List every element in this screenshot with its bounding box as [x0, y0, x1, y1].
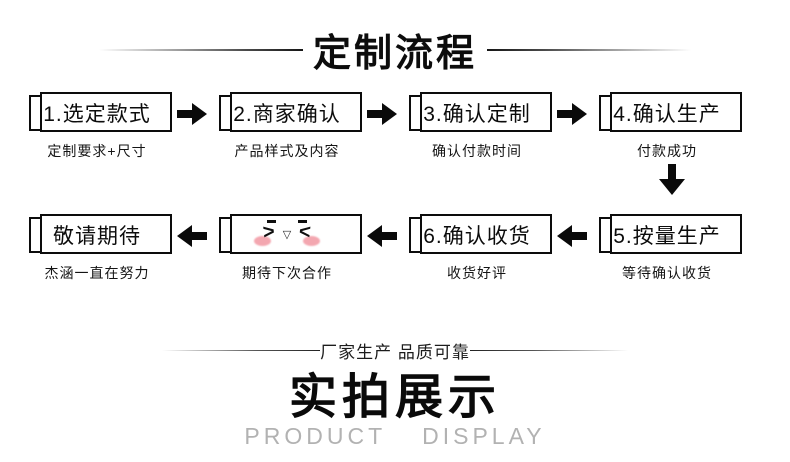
arrow-down-icon — [659, 164, 685, 196]
step-4-box: 4.确认生产 — [599, 92, 742, 132]
step-1-label: 1.选定款式 — [43, 103, 151, 126]
display-section-subtitle-en: PRODUCT DISPLAY — [244, 423, 546, 449]
blush-right — [303, 236, 320, 246]
step-3-label: 3.确认定制 — [423, 103, 531, 126]
mouth: ▽ — [282, 229, 292, 241]
step-2-cell: 2.商家确认 产品样式及内容 — [219, 92, 362, 161]
step-6-box: 6.确认收货 — [409, 214, 552, 254]
step-2-label: 2.商家确认 — [233, 103, 341, 126]
emoticon-box: > ▽ < — [219, 214, 362, 254]
step-3-cell: 3.确认定制 确认付款时间 — [409, 92, 552, 161]
step-5-box: 5.按量生产 — [599, 214, 742, 254]
arrow-right-icon — [367, 103, 397, 125]
step-4-cell: 4.确认生产 付款成功 — [599, 92, 742, 161]
step-3-caption: 确认付款时间 — [432, 143, 522, 159]
factory-tagline-row: 厂家生产 品质可靠 — [0, 338, 790, 363]
page-title: 定制流程 — [312, 33, 477, 75]
step-2-box: 2.商家确认 — [219, 92, 362, 132]
step-5-label: 5.按量生产 — [613, 225, 721, 248]
step-2-caption: 产品样式及内容 — [234, 143, 340, 159]
section-header: 定制流程 — [0, 22, 790, 77]
step-6-caption: 收货好评 — [447, 265, 507, 281]
eyebrow-right — [298, 220, 307, 223]
stay-tuned-label: 敬请期待 — [53, 225, 141, 248]
tagline-divider-right — [469, 350, 628, 351]
arrow-right-icon — [177, 103, 207, 125]
eye-left: > — [261, 220, 276, 244]
stay-tuned-cell: 敬请期待 杰涵一直在努力 — [29, 214, 172, 283]
step-1-cell: 1.选定款式 定制要求+尺寸 — [29, 92, 172, 161]
factory-tagline: 厂家生产 品质可靠 — [320, 343, 470, 362]
step-5-caption: 等待确认收货 — [622, 265, 712, 281]
step-4-caption: 付款成功 — [637, 143, 697, 159]
arrow-right-icon — [557, 103, 587, 125]
step-1-box: 1.选定款式 — [29, 92, 172, 132]
arrow-left-icon — [177, 225, 207, 247]
title-divider-right — [487, 48, 691, 51]
arrow-left-icon — [367, 225, 397, 247]
display-section-title: 实拍展示 — [288, 371, 501, 424]
step-4-label: 4.确认生产 — [613, 103, 721, 126]
blush-left — [254, 236, 271, 246]
kawaii-face-icon: > ▽ < — [221, 219, 353, 251]
step-3-box: 3.确认定制 — [409, 92, 552, 132]
title-divider-left — [98, 48, 303, 51]
tagline-divider-left — [162, 350, 321, 351]
stay-tuned-box: 敬请期待 — [29, 214, 172, 254]
process-row-1: 1.选定款式 定制要求+尺寸 2.商家确认 产品样式及内容 3.确认定制 确认付… — [29, 92, 742, 161]
arrow-left-icon — [557, 225, 587, 247]
step-1-caption: 定制要求+尺寸 — [47, 143, 147, 159]
emoticon-caption: 期待下次合作 — [242, 265, 332, 281]
stay-tuned-caption: 杰涵一直在努力 — [44, 265, 150, 281]
process-row-2: 敬请期待 杰涵一直在努力 > ▽ < 期待下次合作 6.确认 — [29, 214, 742, 283]
step-6-cell: 6.确认收货 收货好评 — [409, 214, 552, 283]
eyebrow-left — [267, 220, 276, 223]
step-6-label: 6.确认收货 — [423, 225, 531, 248]
step-5-cell: 5.按量生产 等待确认收货 — [599, 214, 742, 283]
emoticon-cell: > ▽ < 期待下次合作 — [219, 214, 362, 283]
